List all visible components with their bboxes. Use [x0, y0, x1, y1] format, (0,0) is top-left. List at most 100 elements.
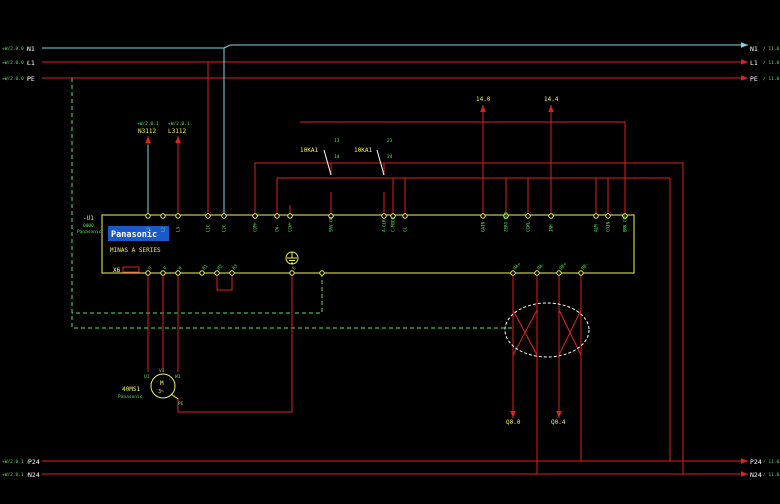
terminal-pin — [503, 213, 509, 219]
feed-ref: +W/2.0.1 — [168, 121, 190, 127]
pin-label: CCWL — [526, 221, 531, 232]
rail-label-p24: P24 — [28, 458, 40, 466]
terminal-label: Q0.4 — [551, 419, 566, 426]
pin-label: L1C — [206, 224, 211, 232]
drive-model: MINAS A SERIES — [110, 247, 161, 254]
pin-label: E — [291, 265, 297, 271]
terminal-pin — [556, 270, 562, 276]
relay-label: 10KA1 — [300, 147, 318, 154]
pin-label: OA+ — [512, 261, 522, 271]
drive-maker: Panasonic — [77, 229, 102, 235]
pin-label: V — [162, 265, 168, 271]
rail-label-n1: N1 — [750, 45, 758, 53]
terminal-pin — [145, 213, 151, 219]
pin-label: U — [147, 265, 153, 271]
pin-label: ZERO SPD — [504, 211, 509, 232]
bottom-terminals: Q0.0 Q0.4 — [506, 410, 566, 426]
svg-text:W1: W1 — [175, 374, 181, 380]
pe-ground-wire — [71, 78, 515, 329]
pin-label: C-MODE — [391, 216, 396, 232]
terminal-pin — [525, 213, 531, 219]
rail-ref: +W/2.0.1 / — [2, 459, 29, 465]
svg-text:U1: U1 — [144, 374, 150, 380]
terminal-pin — [221, 213, 227, 219]
rail-label-n24: N24 — [28, 471, 40, 479]
svg-text:13: 13 — [334, 138, 340, 144]
terminal-pin — [402, 213, 408, 219]
pin-label: L2C — [222, 224, 227, 232]
terminal-pin — [287, 213, 293, 219]
rail-ref: / 11.0 — [763, 76, 780, 82]
pin-label: B2 — [216, 263, 224, 271]
pin-label: COM+ — [253, 221, 258, 232]
relay-contacts: 10KA1 13 14 10KA1 23 24 — [300, 138, 393, 176]
power-rails — [42, 42, 748, 477]
terminal-pin — [390, 213, 396, 219]
top-terminals: 14.0 14.4 — [476, 96, 559, 103]
pin-label: OA- — [536, 261, 546, 271]
rail-ref: +W/2.0.0 / — [2, 46, 29, 52]
rail-ref: / 11.0 — [763, 472, 780, 478]
rail-label-l1: L1 — [27, 59, 35, 67]
terminal-pin — [274, 213, 280, 219]
svg-text:23: 23 — [387, 138, 393, 144]
svg-text:V1: V1 — [159, 368, 165, 374]
terminal-pin — [480, 213, 486, 219]
svg-text:0000: 0000 — [83, 223, 94, 229]
terminal-pin — [593, 213, 599, 219]
servo-drive: -U1 0000 Panasonic Panasonic MINAS A SER… — [77, 214, 635, 274]
pin-label: BRK OFF — [623, 214, 628, 232]
terminal-label: Q0.0 — [506, 419, 521, 426]
rail-ref: +W/2.0.0 / — [2, 76, 29, 82]
wires — [147, 48, 684, 474]
pin-label: CW- — [275, 224, 280, 232]
pin-label: ALM — [594, 224, 599, 232]
feed-ref: +W/2.0.1 — [137, 121, 159, 127]
connector-label: X6 — [113, 267, 121, 274]
svg-text:PE: PE — [178, 401, 184, 407]
terminal-pin — [578, 270, 584, 276]
terminal-pin — [160, 213, 166, 219]
pin-label: B1 — [201, 263, 209, 271]
motor-phase: 3~ — [158, 389, 164, 395]
relay-label: 10KA1 — [354, 147, 372, 154]
terminal-pin — [175, 270, 181, 276]
feed-label: L3112 — [168, 128, 186, 135]
terminal-pin — [160, 270, 166, 276]
svg-text:24: 24 — [387, 154, 393, 160]
pin-label: L1 — [146, 226, 151, 232]
svg-text:14: 14 — [334, 154, 340, 160]
terminal-pin — [510, 270, 516, 276]
servo-motor: M 3~ 40MS1 Panasonic U1 V1 W1 PE — [118, 368, 184, 407]
terminal-pin — [605, 213, 611, 219]
terminal-pin — [145, 270, 151, 276]
terminal-pin — [252, 213, 258, 219]
pin-label: COIN — [606, 221, 611, 232]
pin-label: L3 — [176, 226, 181, 232]
terminal-pin — [199, 270, 205, 276]
pin-label: CCW+ — [288, 221, 293, 232]
rail-label-pe: PE — [27, 75, 35, 83]
rail-label-n1: N1 — [27, 45, 35, 53]
rail-ref: / 11.0 — [763, 60, 780, 66]
rail-label-pe: PE — [750, 75, 758, 83]
rail-labels-left: +W/2.0.0 / N1 +W/2.0.0 / L1 +W/2.0.0 / P… — [2, 45, 40, 479]
terminal-pin — [319, 270, 325, 276]
terminal-pin — [548, 213, 554, 219]
pin-label: INH — [549, 224, 554, 232]
motor-maker: Panasonic — [118, 394, 143, 400]
rail-ref: / 11.0 — [763, 459, 780, 465]
connector-symbol — [122, 266, 140, 273]
feed-label: N3112 — [138, 128, 156, 135]
brand-logo-text: Panasonic — [111, 229, 157, 240]
pin-label: A-CLR — [382, 219, 387, 232]
pin-label: OB- — [580, 261, 590, 271]
rail-ref: / 11.0 — [763, 46, 780, 52]
pin-label: B3 — [231, 263, 239, 271]
terminal-label: 14.4 — [544, 96, 559, 103]
terminal-pin — [289, 270, 295, 276]
